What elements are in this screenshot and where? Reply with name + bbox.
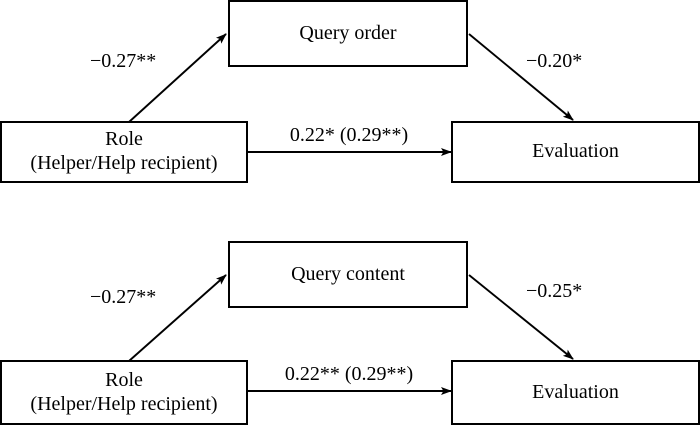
node-role-top: Role (Helper/Help recipient) xyxy=(0,121,248,183)
node-query-order-label: Query order xyxy=(299,21,397,44)
node-role-bottom-label-line2: (Helper/Help recipient) xyxy=(30,392,218,415)
arrow-role-to-query-order xyxy=(128,33,227,123)
node-evaluation-bottom-label: Evaluation xyxy=(532,380,619,403)
node-query-content-label: Query content xyxy=(291,262,405,285)
edge-label-role-to-query-content: −0.27** xyxy=(88,286,159,309)
edge-label-query-order-to-evaluation: −0.20* xyxy=(524,50,585,73)
node-evaluation-bottom: Evaluation xyxy=(451,360,700,425)
arrow-query-order-to-evaluation xyxy=(468,33,574,121)
node-role-top-label-line1: Role xyxy=(105,128,143,151)
arrow-query-content-to-evaluation xyxy=(468,274,574,360)
edge-label-query-content-to-evaluation: −0.25* xyxy=(524,280,585,303)
node-evaluation-top: Evaluation xyxy=(451,121,700,183)
node-role-top-label-line2: (Helper/Help recipient) xyxy=(30,152,218,174)
node-role-bottom-label-line1: Role xyxy=(105,368,143,391)
edge-label-role-to-query-order: −0.27** xyxy=(88,50,159,73)
edge-label-role-to-evaluation-bottom: 0.22** (0.29**) xyxy=(282,363,416,386)
node-query-content: Query content xyxy=(228,241,468,308)
node-evaluation-top-label: Evaluation xyxy=(532,140,619,163)
edge-label-role-to-evaluation-top: 0.22* (0.29**) xyxy=(287,124,411,147)
node-query-order: Query order xyxy=(228,0,468,67)
arrow-role-to-query-content xyxy=(128,274,227,362)
node-role-bottom: Role (Helper/Help recipient) xyxy=(0,360,248,425)
